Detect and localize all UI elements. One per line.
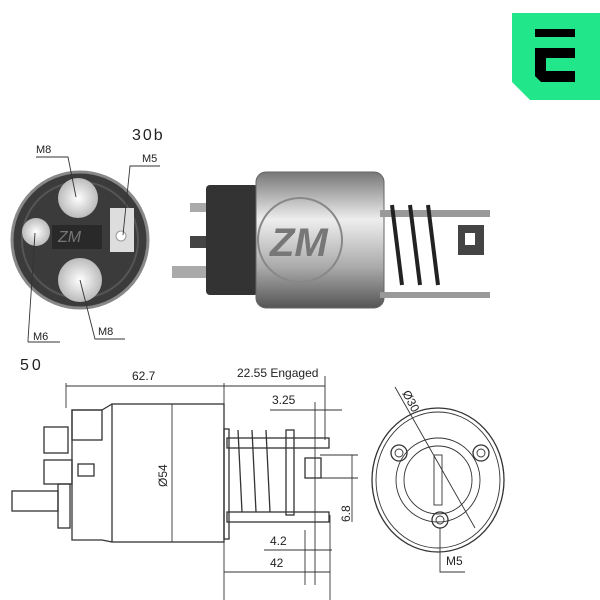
m8-bottom-label: M8 bbox=[98, 326, 113, 338]
svg-text:ZM: ZM bbox=[57, 229, 82, 246]
plunger-length-dimension: 42 bbox=[270, 556, 284, 570]
m8-top-label: M8 bbox=[36, 144, 51, 156]
solenoid-side-photo: ZM bbox=[172, 171, 490, 309]
slot-dimension: 6.8 bbox=[339, 505, 353, 522]
m6-label: M6 bbox=[33, 331, 48, 343]
side-dimension-drawing bbox=[11, 376, 358, 600]
flange-front-drawing bbox=[371, 386, 505, 573]
m6-terminal bbox=[22, 218, 50, 246]
terminal-30b-label: 30b bbox=[132, 127, 165, 144]
brand-logo bbox=[512, 13, 600, 100]
length-dimension: 62.7 bbox=[132, 369, 156, 383]
terminal-50-label: 50 bbox=[20, 357, 44, 374]
plunger-gap-dimension: 4.2 bbox=[270, 534, 287, 548]
diameter-dimension: Ø54 bbox=[156, 464, 170, 487]
m5-label: M5 bbox=[142, 153, 157, 165]
svg-text:ZM: ZM bbox=[269, 221, 329, 265]
m8-top-terminal bbox=[58, 178, 98, 218]
terminal-end-view: ZM bbox=[10, 156, 160, 343]
mount-thread-label: M5 bbox=[446, 554, 463, 568]
engaged-dimension: 22.55 Engaged bbox=[237, 366, 318, 380]
offset-dimension: 3.25 bbox=[272, 393, 296, 407]
m5-terminal bbox=[110, 208, 134, 252]
